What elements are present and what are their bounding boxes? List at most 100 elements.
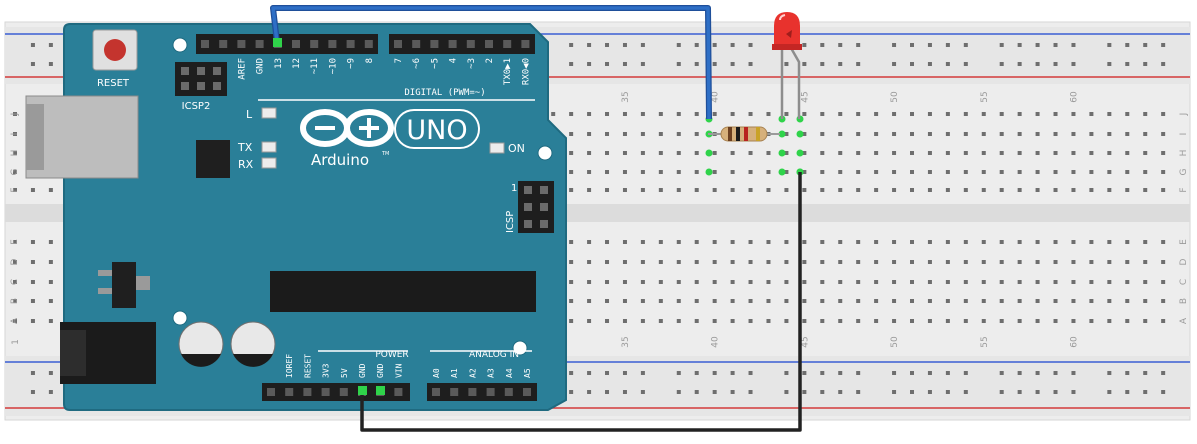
breadboard-hole <box>622 299 627 303</box>
rail-hole <box>30 390 35 394</box>
breadboard-hole <box>587 280 592 284</box>
breadboard-hole <box>1107 170 1112 174</box>
power-pin-label: VIN <box>394 363 403 378</box>
breadboard-hole <box>1017 240 1022 244</box>
breadboard-hole <box>587 170 592 174</box>
breadboard-hole <box>13 132 17 136</box>
power-header <box>262 383 410 401</box>
digital-header-label: DIGITAL (PWM=~) <box>404 88 485 98</box>
rail-hole <box>999 43 1004 47</box>
rail-hole <box>856 62 861 66</box>
breadboard-hole <box>730 188 735 192</box>
breadboard-hole <box>874 132 879 136</box>
analog-pin-label: A3 <box>487 368 496 378</box>
row-label: F <box>1179 187 1189 192</box>
breadboard-hole <box>748 299 753 303</box>
rail-hole <box>712 390 717 394</box>
breadboard-hole <box>13 319 17 323</box>
breadboard-hole <box>658 188 663 192</box>
breadboard-hole <box>945 151 950 155</box>
breadboard-hole <box>640 188 645 192</box>
rail-hole <box>1107 62 1112 66</box>
usb-port-icon <box>25 95 139 179</box>
breadboard-hole <box>802 170 807 174</box>
rail-hole <box>605 371 610 375</box>
breadboard-hole <box>1161 280 1166 284</box>
breadboard-hole <box>963 112 968 116</box>
column-label: 60 <box>1069 336 1079 348</box>
breadboard-hole <box>892 112 897 116</box>
breadboard-hole <box>712 151 717 155</box>
breadboard-hole <box>802 112 807 116</box>
breadboard-hole <box>874 299 879 303</box>
row-label: C <box>1179 279 1189 285</box>
row-label: I <box>1179 133 1189 136</box>
breadboard-hole <box>730 319 735 323</box>
breadboard-hole <box>694 151 699 155</box>
wire-end-highlights <box>273 38 385 395</box>
breadboard-hole <box>1089 112 1094 116</box>
breadboard-hole <box>1017 319 1022 323</box>
breadboard-hole <box>820 170 825 174</box>
breadboard-hole <box>730 240 735 244</box>
row-label: E <box>10 239 20 245</box>
rail-hole <box>1143 390 1148 394</box>
breadboard-hole <box>640 240 645 244</box>
digital-pin-label: ~9 <box>347 58 357 69</box>
breadboard-hole <box>1125 260 1130 264</box>
power-pin-label: IOREF <box>285 354 294 378</box>
breadboard-hole <box>1053 132 1058 136</box>
breadboard-hole <box>999 112 1004 116</box>
breadboard-hole <box>856 188 861 192</box>
breadboard-hole <box>856 112 861 116</box>
breadboard-hole <box>48 240 53 244</box>
breadboard-hole <box>640 112 645 116</box>
rail-hole <box>48 390 53 394</box>
breadboard-hole <box>963 299 968 303</box>
connected-hole <box>778 168 786 176</box>
breadboard-hole <box>981 112 986 116</box>
resistor-icon <box>708 126 780 142</box>
rail-hole <box>30 43 35 47</box>
rail-hole <box>640 62 645 66</box>
breadboard-hole <box>1017 132 1022 136</box>
breadboard-hole <box>13 240 17 244</box>
breadboard-hole <box>838 240 843 244</box>
breadboard-hole <box>1053 299 1058 303</box>
breadboard-hole <box>1143 112 1148 116</box>
breadboard-hole <box>712 188 717 192</box>
breadboard-hole <box>999 170 1004 174</box>
breadboard-hole <box>999 319 1004 323</box>
breadboard-hole <box>892 299 897 303</box>
breadboard-hole <box>1125 299 1130 303</box>
rail-hole <box>640 43 645 47</box>
breadboard-hole <box>856 170 861 174</box>
uno-badge <box>394 109 480 149</box>
rail-hole <box>640 371 645 375</box>
breadboard-hole <box>569 280 574 284</box>
breadboard-hole <box>676 132 681 136</box>
breadboard-hole <box>892 280 897 284</box>
breadboard-hole <box>1161 112 1166 116</box>
reset-button-icon[interactable] <box>92 29 138 71</box>
power-pin-label: 5V <box>340 368 349 378</box>
breadboard-hole <box>927 280 932 284</box>
breadboard-hole <box>945 188 950 192</box>
rail-hole <box>999 62 1004 66</box>
breadboard-hole <box>981 260 986 264</box>
rail-hole <box>712 371 717 375</box>
rail-hole <box>712 62 717 66</box>
breadboard-hole <box>1053 170 1058 174</box>
row-label: I <box>10 133 20 136</box>
breadboard-hole <box>1107 132 1112 136</box>
breadboard-hole <box>927 112 932 116</box>
breadboard-hole <box>784 151 789 155</box>
breadboard-hole <box>838 280 843 284</box>
power-pin-label: GND <box>376 363 385 378</box>
breadboard-hole <box>963 240 968 244</box>
rail-hole <box>838 390 843 394</box>
breadboard-hole <box>981 299 986 303</box>
rail-hole <box>748 62 753 66</box>
breadboard-hole <box>892 240 897 244</box>
